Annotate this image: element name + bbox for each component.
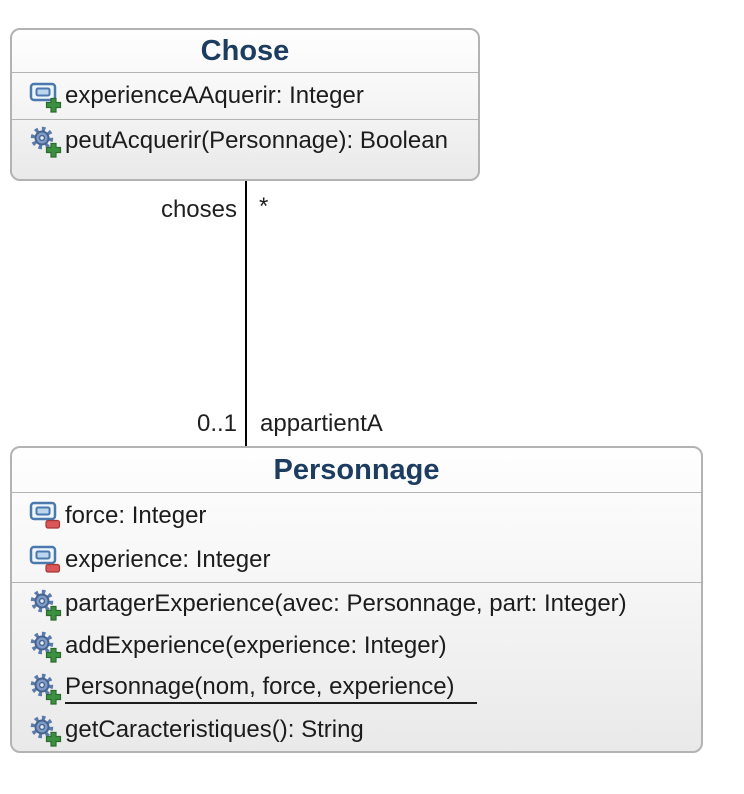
attribute-row[interactable]: experienceAAquerir: Integer	[12, 74, 478, 118]
operation-row[interactable]: addExperience(experience: Integer)	[12, 625, 701, 667]
attribute-public-icon	[29, 82, 62, 113]
operation-row[interactable]: partagerExperience(avec: Personnage, par…	[12, 583, 701, 625]
class-box-personnage[interactable]: Personnage force: Integer experience: In…	[10, 446, 703, 753]
association-multiplicity-target: 0..1	[196, 410, 237, 437]
operation-label: peutAcquerir(Personnage): Boolean	[65, 127, 448, 154]
association-role-source: choses	[160, 196, 237, 223]
operation-public-icon	[28, 630, 62, 663]
operations-compartment-personnage: partagerExperience(avec: Personnage, par…	[12, 582, 701, 751]
operation-label: partagerExperience(avec: Personnage, par…	[65, 590, 627, 617]
operation-public-icon	[28, 672, 62, 705]
attribute-label: experienceAAquerir: Integer	[65, 82, 364, 109]
association-multiplicity-source: *	[259, 193, 269, 220]
operation-public-icon	[28, 125, 62, 158]
attributes-compartment-chose: experienceAAquerir: Integer	[12, 72, 478, 119]
operation-public-icon	[28, 588, 62, 621]
operations-compartment-chose: peutAcquerir(Personnage): Boolean	[12, 119, 478, 179]
attribute-row[interactable]: force: Integer	[12, 494, 701, 538]
operation-label: addExperience(experience: Integer)	[65, 632, 447, 659]
attribute-row[interactable]: experience: Integer	[12, 538, 701, 582]
operation-row[interactable]: peutAcquerir(Personnage): Boolean	[12, 120, 478, 162]
attribute-private-icon	[29, 545, 61, 573]
class-title-personnage: Personnage	[273, 453, 440, 486]
association-role-target: appartientA	[260, 410, 383, 437]
association-line[interactable]	[245, 181, 247, 446]
operation-label: Personnage(nom, force, experience)	[65, 673, 477, 704]
attributes-compartment-personnage: force: Integer experience: Integer	[12, 492, 701, 582]
operation-label: getCaracteristiques(): String	[65, 716, 364, 743]
attribute-label: force: Integer	[65, 501, 207, 529]
class-title-chose: Chose	[200, 34, 290, 67]
class-box-chose[interactable]: Chose experienceAAquerir: Integer peutAc…	[10, 28, 480, 181]
operation-public-icon	[28, 714, 62, 747]
operation-row[interactable]: getCaracteristiques(): String	[12, 709, 701, 751]
attribute-private-icon	[29, 501, 61, 529]
attribute-label: experience: Integer	[65, 545, 271, 573]
operation-row-constructor[interactable]: Personnage(nom, force, experience)	[12, 667, 701, 709]
